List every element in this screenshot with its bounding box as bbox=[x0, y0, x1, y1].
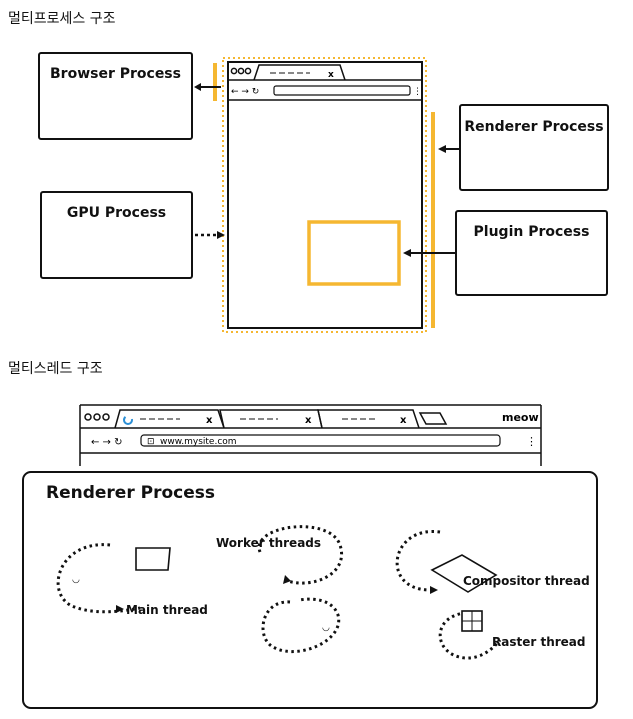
browser-process-bar bbox=[213, 63, 217, 101]
raster-thread-label: Raster thread bbox=[492, 635, 586, 649]
renderer-panel-title: Renderer Process bbox=[46, 483, 216, 503]
browser-process-label: Browser Process bbox=[50, 66, 181, 82]
brand-label: meow bbox=[502, 411, 539, 424]
svg-text:◡: ◡ bbox=[72, 575, 80, 585]
svg-text:x: x bbox=[328, 70, 334, 80]
tab-1 bbox=[114, 409, 225, 429]
url-text: www.mysite.com bbox=[160, 437, 237, 447]
browser-window bbox=[227, 61, 423, 329]
browser-chrome: x x x ← → ↻ ⋮ bbox=[79, 404, 542, 466]
browser-tab bbox=[253, 64, 346, 81]
renderer-process-label: Renderer Process bbox=[464, 119, 604, 135]
book-icon bbox=[135, 547, 171, 571]
svg-text:← → ↻: ← → ↻ bbox=[231, 87, 259, 97]
compositor-thread-loop bbox=[395, 530, 441, 592]
plugin-process-box: Plugin Process bbox=[455, 210, 608, 296]
address-bar-bottom bbox=[140, 434, 501, 447]
svg-text:x: x bbox=[206, 415, 213, 426]
lock-icon: ⊡ bbox=[147, 437, 155, 447]
main-thread-label: Main thread bbox=[126, 603, 208, 617]
compositor-desk-icon bbox=[430, 554, 498, 593]
renderer-process-bar bbox=[431, 112, 435, 328]
svg-text:⋮: ⋮ bbox=[413, 87, 422, 97]
plugin-process-label: Plugin Process bbox=[473, 224, 590, 240]
svg-text:x: x bbox=[305, 415, 312, 426]
compositor-thread-label: Compositor thread bbox=[463, 574, 590, 588]
raster-thread-loop bbox=[438, 611, 502, 660]
gpu-process-label: GPU Process bbox=[66, 205, 167, 221]
multiprocess-heading: 멀티프로세스 구조 bbox=[8, 11, 116, 27]
multithread-heading: 멀티스레드 구조 bbox=[8, 361, 103, 377]
tab-3 bbox=[317, 409, 420, 429]
gpu-process-box: GPU Process bbox=[40, 191, 193, 279]
svg-text:⋮: ⋮ bbox=[526, 435, 537, 448]
address-bar bbox=[273, 85, 411, 96]
renderer-process-box: Renderer Process bbox=[459, 104, 609, 191]
svg-text:x: x bbox=[400, 415, 407, 426]
svg-text:← → ↻: ← → ↻ bbox=[91, 437, 123, 448]
worker-threads-label: Worker threads bbox=[216, 536, 322, 550]
browser-highlight-outline bbox=[222, 57, 427, 333]
loading-spinner-icon bbox=[123, 415, 133, 425]
renderer-process-panel: Renderer Process bbox=[22, 471, 598, 709]
browser-process-box: Browser Process bbox=[38, 52, 193, 140]
plugin-area bbox=[307, 220, 401, 286]
new-tab-button bbox=[418, 412, 448, 425]
svg-text:◡: ◡ bbox=[322, 623, 330, 633]
worker-thread-loop-2 bbox=[261, 597, 341, 654]
